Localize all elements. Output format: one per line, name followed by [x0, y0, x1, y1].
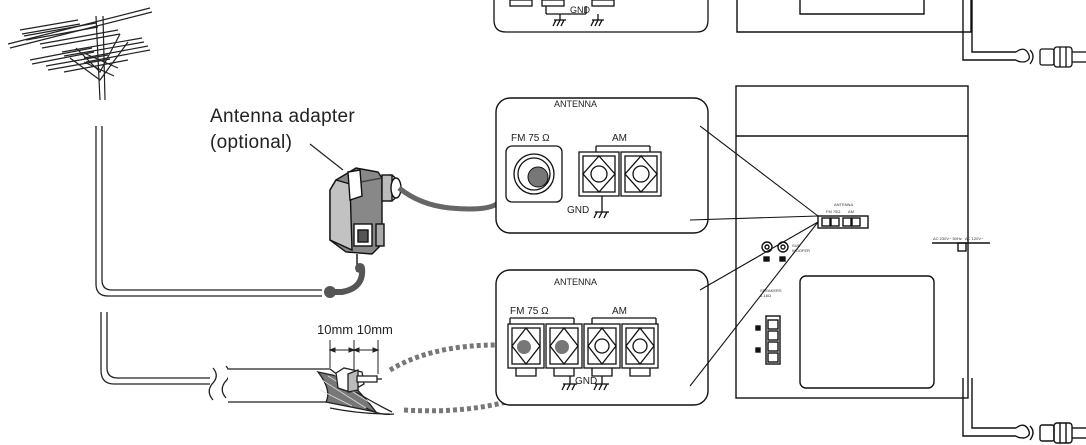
top-power-plug: [1015, 46, 1086, 68]
bottom-power-cord: [962, 378, 1086, 444]
upper-am-label: AM: [612, 133, 627, 144]
coax-break-marks: [208, 365, 230, 401]
outdoor-antenna-icon: [7, 7, 153, 101]
upper-panel-title: ANTENNA: [554, 99, 597, 109]
antenna-terminal-panel-upper: [495, 97, 709, 234]
antenna-adapter-icon: [329, 167, 402, 255]
strip-length-dimension: [328, 340, 380, 374]
upper-fm-label: FM 75 Ω: [511, 133, 550, 144]
top-gnd-label: GND: [570, 5, 591, 15]
receiver-rear-panel: [735, 85, 990, 399]
svg-text:ANTENNA: ANTENNA: [834, 202, 853, 207]
svg-text:SPEAKERS: SPEAKERS: [760, 288, 782, 293]
svg-text:AM: AM: [848, 209, 854, 214]
adapter-label-line1: Antenna adapter: [210, 106, 355, 127]
svg-text:6-16Ω: 6-16Ω: [760, 293, 771, 298]
lower-am-label: AM: [612, 306, 627, 317]
svg-text:FM 75Ω: FM 75Ω: [826, 209, 840, 214]
lower-gnd-label: GND: [575, 376, 597, 387]
rear-panel-fine-print: ANTENNA FM 75Ω AM SUB WOOFER AC 230V~ 50…: [760, 202, 984, 298]
adapter-label-line2: (optional): [210, 132, 292, 153]
svg-text:SUB: SUB: [792, 243, 801, 248]
antenna-feeder-cable: [95, 126, 322, 385]
lower-fm-label: FM 75 Ω: [510, 306, 549, 317]
coaxial-cable: [228, 367, 395, 416]
svg-text:AC 120V~: AC 120V~: [965, 236, 984, 241]
lower-panel-title: ANTENNA: [554, 277, 597, 287]
svg-text:WOOFER: WOOFER: [792, 248, 810, 253]
top-receiver-partial: [736, 0, 1016, 61]
strip-length-label: 10mm 10mm: [317, 322, 393, 337]
adapter-leader-line: [309, 143, 344, 171]
top-terminal-panel-partial: [493, 0, 709, 33]
adapter-lower-lead: [324, 254, 366, 298]
svg-text:AC 230V~ 50Hz: AC 230V~ 50Hz: [933, 236, 962, 241]
zoom-callout-lines: [689, 125, 819, 387]
upper-gnd-label: GND: [567, 205, 589, 216]
antenna-terminal-panel-lower: [495, 269, 709, 406]
